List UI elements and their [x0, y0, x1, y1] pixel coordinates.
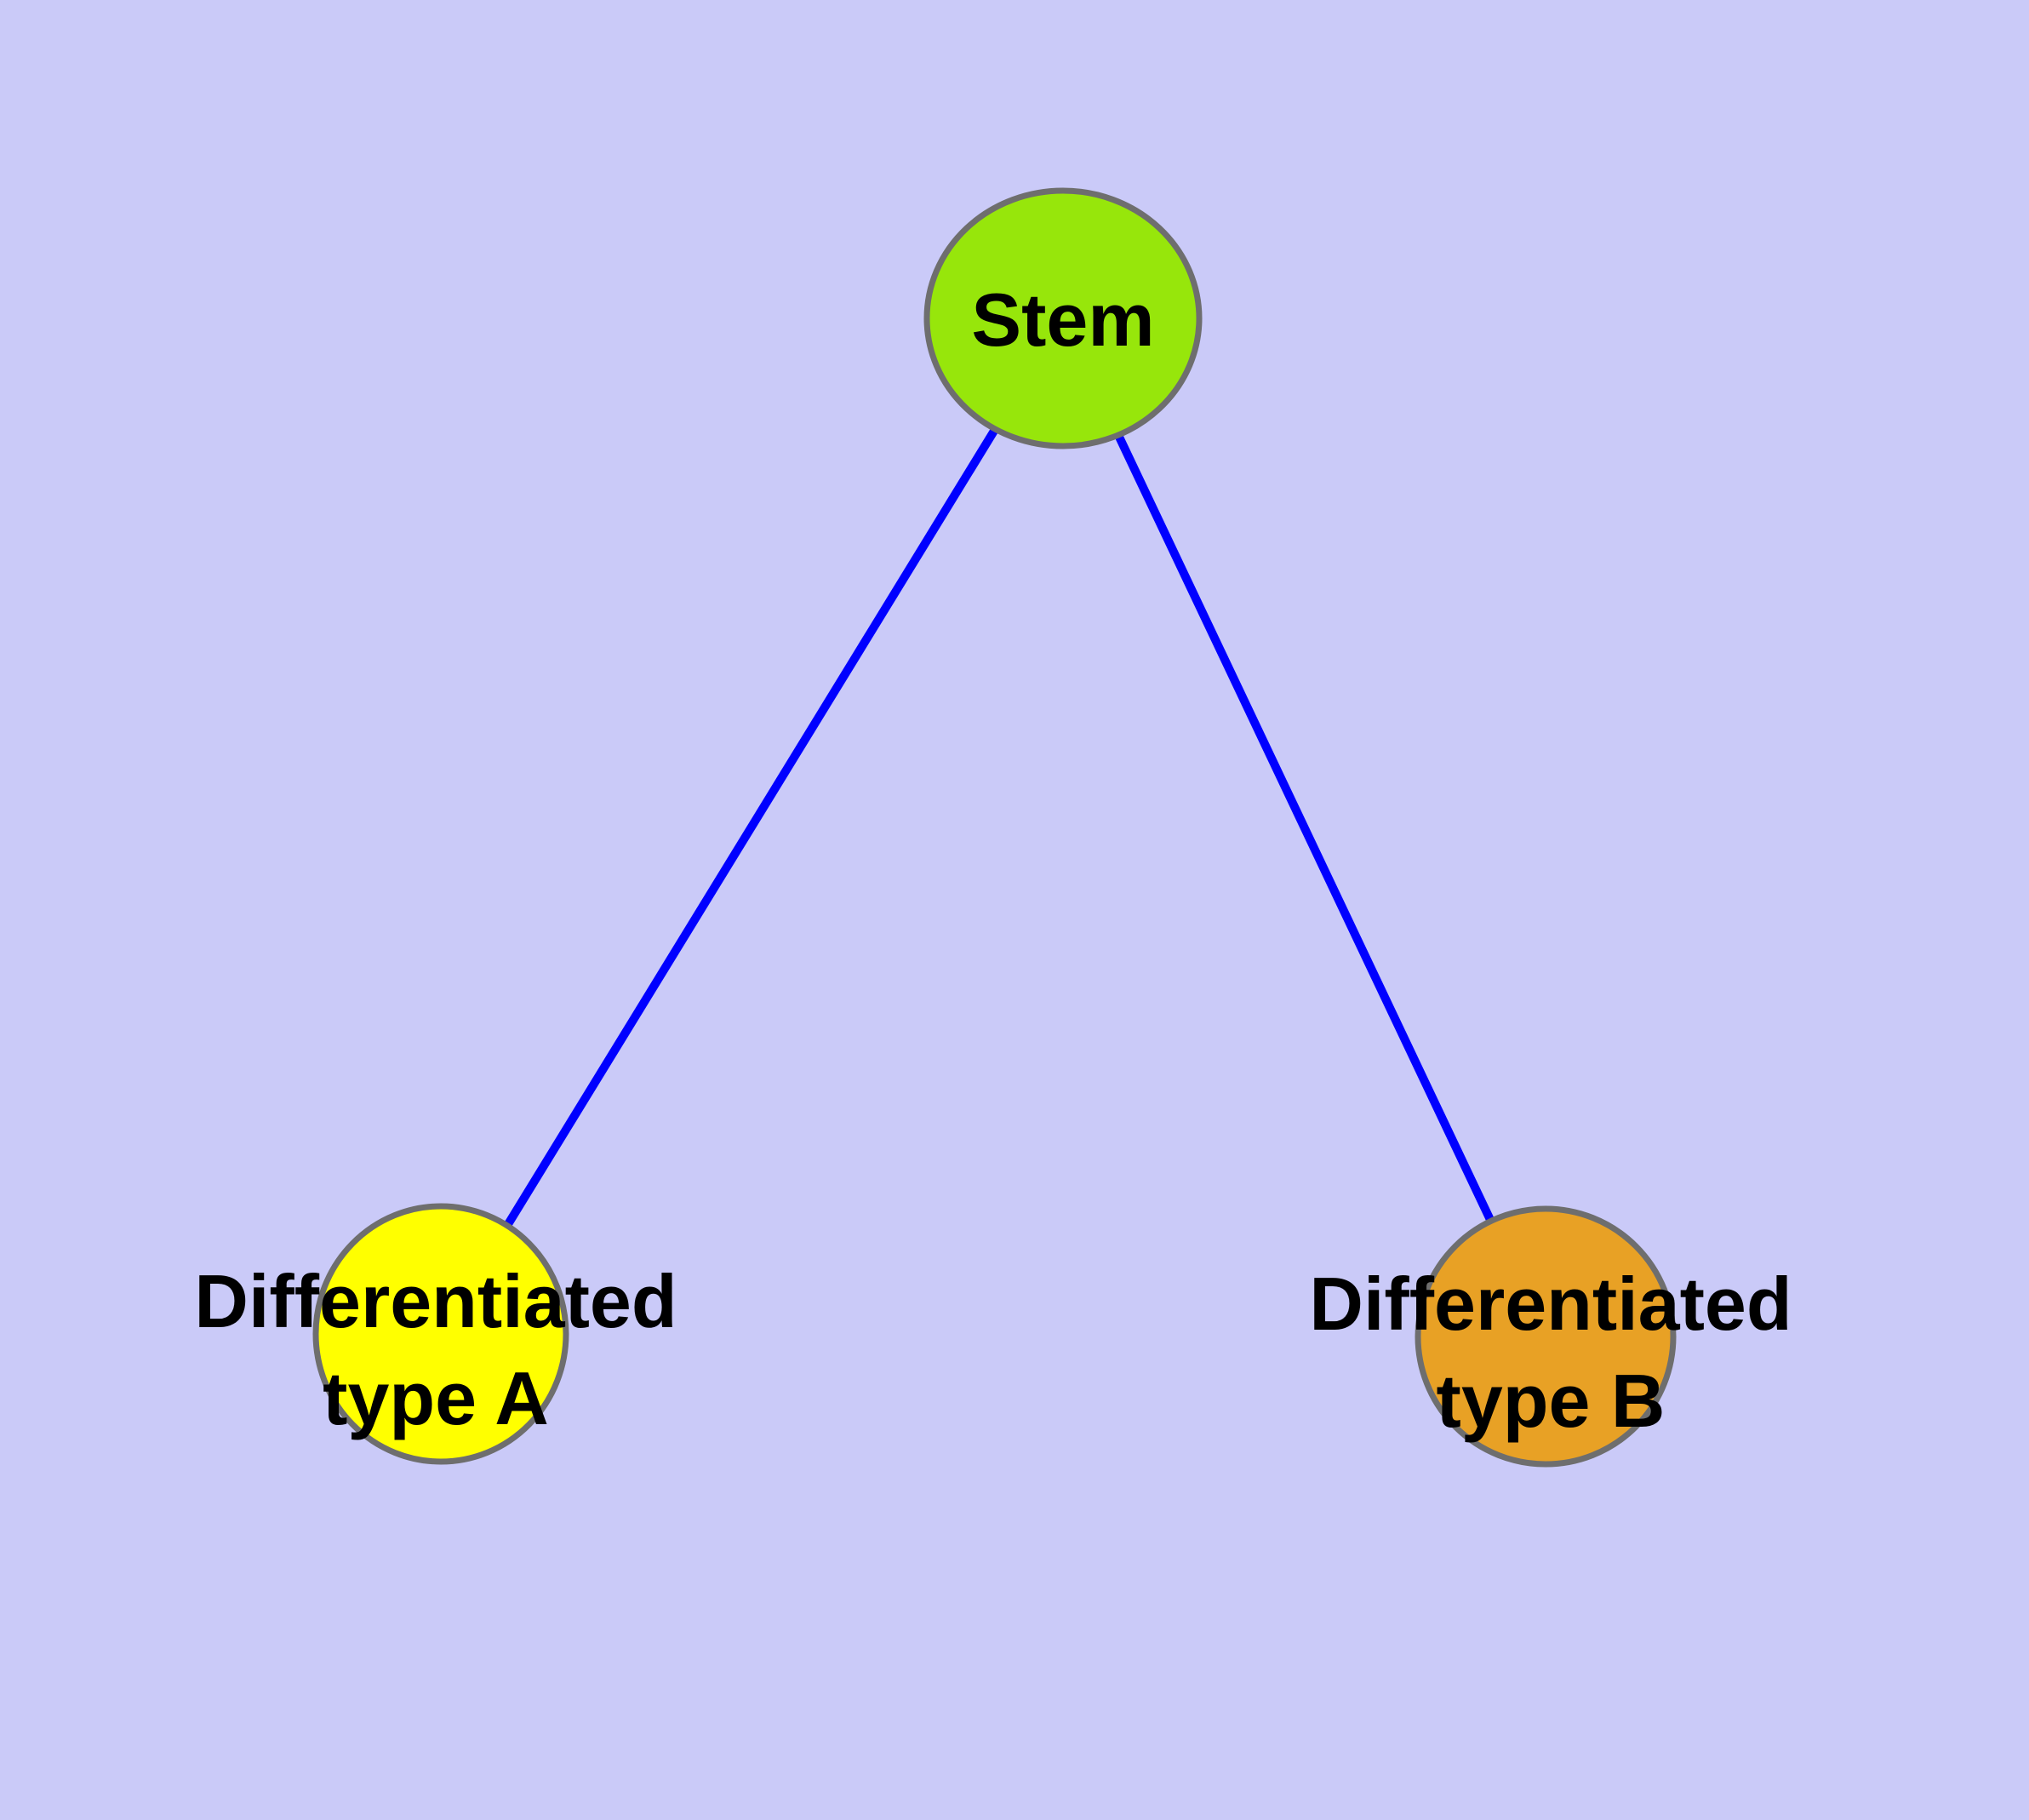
edge-stem-to-type-a — [437, 316, 1067, 1336]
type-b-node-label-line2: type B — [1437, 1359, 1666, 1443]
edge-stem-to-type-b — [1059, 316, 1550, 1339]
stem-node-circle — [923, 187, 1203, 449]
node-differentiated-type-b: Differentiated type B — [1309, 1205, 1792, 1468]
type-a-node-label-line1: Differentiated — [194, 1259, 677, 1343]
node-stem: Stem — [923, 187, 1203, 449]
type-b-node-label-line1: Differentiated — [1309, 1262, 1792, 1346]
type-a-node-label-line2: type A — [323, 1356, 549, 1440]
stem-node-label: Stem — [971, 278, 1154, 362]
node-differentiated-type-a: Differentiated type A — [194, 1203, 677, 1465]
type-b-node-circle — [1415, 1205, 1677, 1468]
type-a-node-circle — [312, 1203, 569, 1465]
